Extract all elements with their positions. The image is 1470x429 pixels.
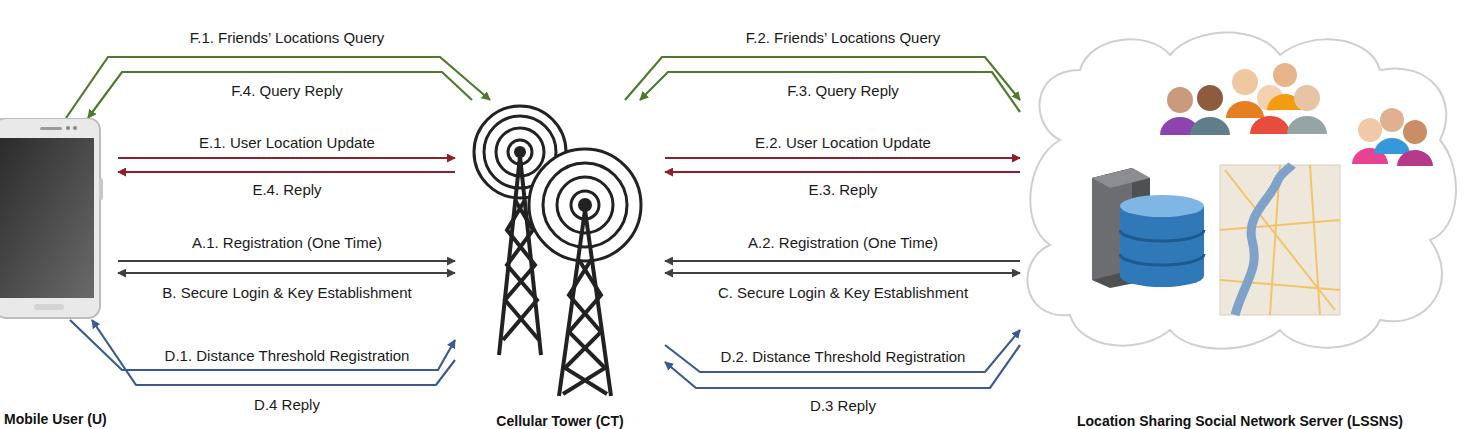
message-label: B. Secure Login & Key Establishment (159, 284, 414, 301)
message-label: E.1. User Location Update (196, 134, 378, 151)
message-arrow (665, 345, 1020, 388)
phone-illustration (0, 118, 118, 320)
node-label: Mobile User (U) (4, 411, 107, 427)
message-arrow (92, 320, 455, 385)
message-arrow (665, 330, 1020, 372)
message-arrow (665, 171, 1020, 173)
message-arrow (88, 72, 472, 118)
server-cloud-node: Location Sharing Social Network Server (… (1020, 30, 1460, 355)
message-label: F.3. Query Reply (784, 82, 902, 99)
message-label: E.4. Reply (249, 181, 324, 198)
node-label: Location Sharing Social Network Server (… (1077, 413, 1403, 429)
mobile-user-node: Mobile User (U) (0, 118, 118, 320)
message-arrow (66, 57, 490, 118)
message-label: E.3. Reply (805, 181, 880, 198)
message-label: F.2. Friends’ Locations Query (743, 29, 944, 46)
cellular-tower-node: Cellular Tower (CT) (455, 100, 665, 400)
message-label: D.4 Reply (251, 396, 323, 413)
message-label: F.1. Friends’ Locations Query (187, 29, 388, 46)
message-label: E.2. User Location Update (752, 134, 934, 151)
message-arrow (70, 320, 455, 370)
tower-illustration (455, 100, 665, 400)
message-arrow (665, 260, 1020, 262)
message-arrow (665, 272, 1020, 274)
message-label: A.1. Registration (One Time) (189, 234, 385, 251)
message-arrow (118, 171, 455, 173)
message-arrow (118, 260, 455, 262)
message-label: F.4. Query Reply (228, 82, 346, 99)
message-arrow (118, 157, 455, 159)
message-arrow (625, 57, 1020, 100)
node-label: Cellular Tower (CT) (496, 413, 623, 429)
message-arrow (640, 72, 1020, 112)
message-label: D.3 Reply (807, 397, 879, 414)
message-arrow (665, 157, 1020, 159)
message-arrow (118, 272, 455, 274)
message-label: C. Secure Login & Key Establishment (715, 284, 971, 301)
message-label: D.1. Distance Threshold Registration (162, 347, 413, 364)
message-label: A.2. Registration (One Time) (745, 234, 941, 251)
message-label: D.2. Distance Threshold Registration (718, 348, 969, 365)
cloud-illustration (1020, 30, 1460, 355)
